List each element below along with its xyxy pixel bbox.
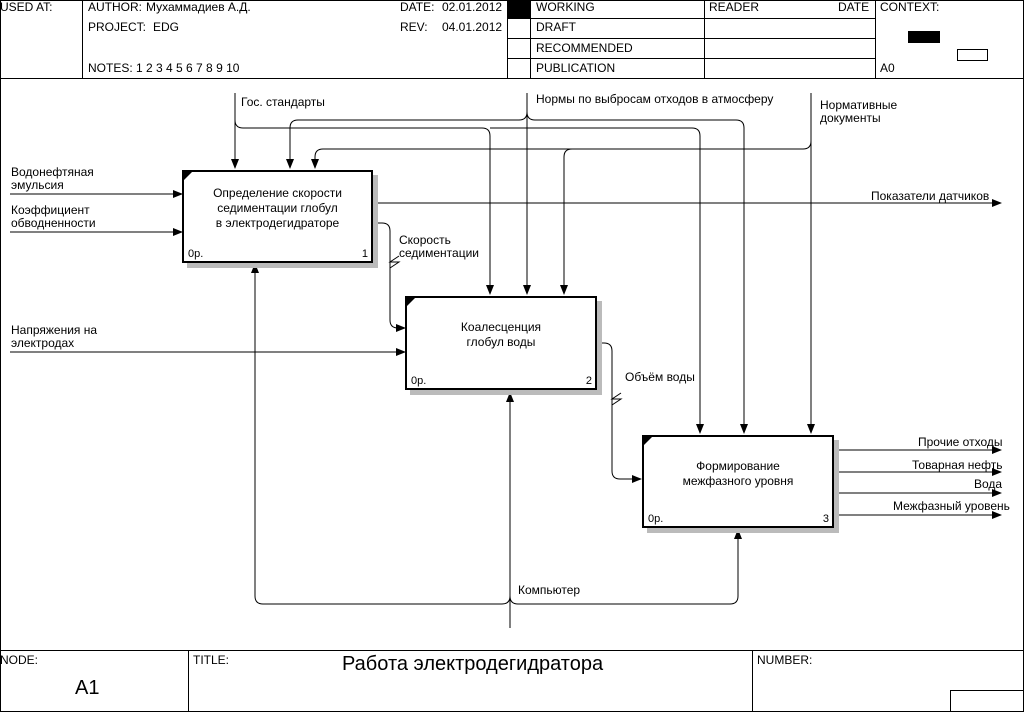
squiggle-water-volume [610, 392, 623, 406]
label-control-gost: Гос. стандарты [241, 95, 325, 109]
arrow-mechanism-computer-box1 [251, 263, 511, 605]
context-label: CONTEXT: [880, 0, 940, 14]
status-draft: DRAFT [536, 20, 576, 34]
label-output-water-volume: Объём воды [625, 370, 695, 384]
function-box-name: Формирование межфазного уровня [682, 459, 794, 488]
arrow-output-sedimentation [372, 222, 406, 332]
context-node: A0 [880, 61, 895, 75]
status-recommended: RECOMMENDED [536, 41, 633, 55]
arrow-control-emissions-to-box3 [526, 111, 748, 434]
title-label: TITLE: [193, 653, 230, 667]
arrow-mechanism-computer-box3 [509, 529, 742, 605]
function-box-1[interactable]: Определение скорости седиментации глобул… [182, 170, 373, 263]
footer-small-box [950, 690, 1024, 712]
function-box-name: Определение скорости седиментации глобул… [213, 186, 342, 230]
label-output-interface: Межфазный уровень [893, 499, 1010, 513]
function-box-2[interactable]: Коалесценция глобул воды 0р. 2 [405, 296, 597, 390]
label-mechanism-computer: Компьютер [518, 583, 581, 597]
function-box-name: Коалесценция глобул воды [460, 320, 542, 349]
number-label: NUMBER: [757, 653, 813, 667]
rev-label: REV: [400, 20, 428, 34]
function-box-cost: 0р. [411, 375, 427, 387]
box-corner-mark [644, 437, 652, 445]
author-value: Мухаммадиев А.Д. [146, 0, 251, 14]
function-box-number: 1 [361, 248, 368, 260]
context-box-outline [957, 49, 988, 61]
arrow-control-normative-to-box2 [560, 148, 573, 295]
label-control-emissions: Нормы по выбросам отходов в атмосферу [536, 92, 774, 106]
box-corner-mark [407, 298, 415, 306]
function-box-3[interactable]: Формирование межфазного уровня 0р. 3 [642, 435, 834, 528]
arrow-control-gost-to-box2 [234, 119, 494, 295]
notes: NOTES: 1 2 3 4 5 6 7 8 9 10 [88, 61, 240, 75]
author-label: AUTHOR: [88, 0, 142, 14]
label-output-oil: Товарная нефть [912, 458, 1003, 472]
arrow-control-emissions-to-box1 [286, 111, 528, 169]
squiggle-sedimentation [388, 255, 401, 269]
label-output-sensors: Показатели датчиков [871, 189, 990, 203]
node-label: NODE: [0, 653, 39, 667]
function-box-number: 3 [822, 513, 829, 525]
function-box-cost: 0р. [188, 248, 204, 260]
date-value: 02.01.2012 [442, 0, 503, 14]
box-corner-mark [184, 172, 192, 180]
label-output-sedimentation: Скорость седиментации [399, 233, 479, 260]
node-value: A1 [75, 677, 100, 699]
reader-date-label: DATE [838, 0, 870, 14]
label-input-emulsion: Водонефтяная эмульсия [11, 165, 94, 192]
reader-label: READER [709, 0, 760, 14]
arrow-output-water-volume [596, 342, 642, 483]
function-box-cost: 0р. [648, 513, 664, 525]
date-label: DATE: [400, 0, 435, 14]
project-label: PROJECT: [88, 20, 147, 34]
context-box-filled [908, 31, 940, 43]
label-input-voltage: Напряжения на электродах [11, 323, 98, 350]
label-output-water: Вода [974, 477, 1003, 491]
status-working: WORKING [536, 0, 595, 14]
used-at-label: USED AT: [0, 0, 53, 14]
label-control-normative: Нормативные документы [820, 98, 898, 125]
label-output-waste: Прочие отходы [918, 435, 1003, 449]
label-input-water-cut: Коэффициент обводненности [11, 203, 96, 230]
status-publication: PUBLICATION [536, 61, 616, 75]
function-box-number: 2 [585, 375, 592, 387]
arrow-control-gost-to-box3 [490, 127, 704, 434]
diagram-title: Работа электродегидратора [342, 653, 604, 675]
arrow-control-normative-to-box1 [311, 140, 812, 169]
status-working-marker [508, 1, 530, 18]
project-value: EDG [153, 20, 180, 34]
rev-value: 04.01.2012 [442, 20, 503, 34]
